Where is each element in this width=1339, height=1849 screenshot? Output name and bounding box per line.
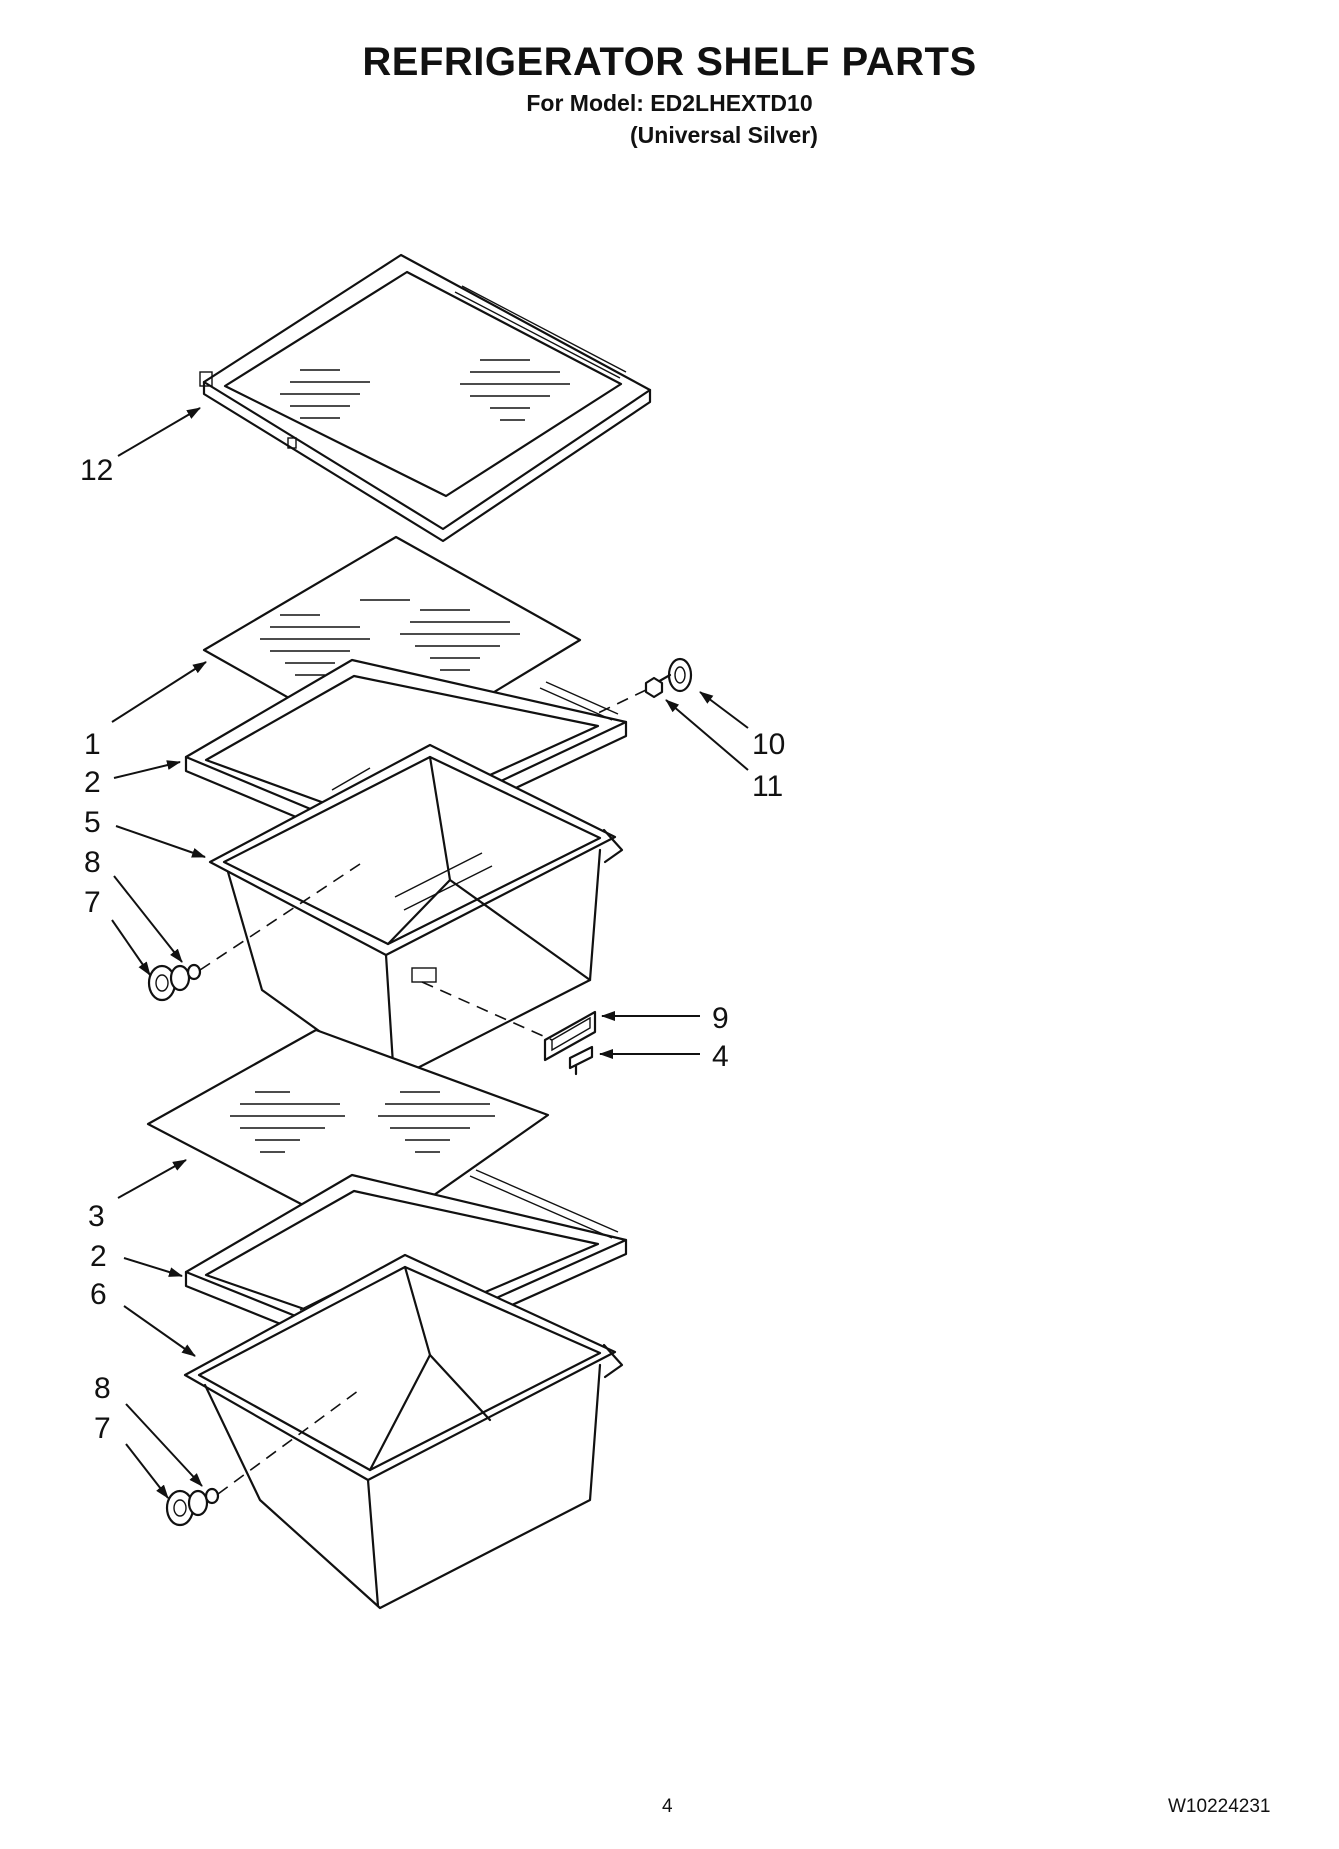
finish-line: (Universal Silver) [630, 122, 818, 148]
callout-5: 5 [84, 806, 101, 839]
part-12-shelf-assembly [199, 253, 652, 543]
callout-6: 6 [90, 1278, 107, 1311]
document-number: W10224231 [1168, 1796, 1271, 1817]
callout-7-lower: 7 [94, 1412, 111, 1445]
callout-1: 1 [84, 728, 101, 761]
part-6-lower-drawer [183, 1253, 624, 1610]
page-number: 4 [662, 1796, 673, 1817]
page-title: REFRIGERATOR SHELF PARTS [362, 40, 977, 84]
callout-12: 12 [80, 454, 113, 487]
glass-reflection-marks [280, 359, 570, 421]
callout-11: 11 [752, 770, 783, 803]
part-5-upper-drawer [208, 743, 624, 1084]
callout-2-upper: 2 [84, 766, 101, 799]
part-3-glass-panel [146, 1028, 550, 1242]
part-8-bushing-upper [186, 963, 202, 981]
part-8-bushing-lower [204, 1487, 220, 1505]
callout-9: 9 [712, 1002, 729, 1035]
callout-7-upper: 7 [84, 886, 101, 919]
callout-2-lower: 2 [90, 1240, 107, 1273]
part-9-label-holder [543, 1010, 597, 1062]
model-line: For Model: ED2LHEXTD10 [526, 90, 813, 116]
callout-8-upper: 8 [84, 846, 101, 879]
callout-10: 10 [752, 728, 785, 761]
part-7-roller-lower [165, 1489, 209, 1527]
leader-arrows [111, 407, 749, 1499]
assembly-lines [199, 689, 647, 1495]
part-10-roller [654, 657, 693, 693]
callout-3: 3 [88, 1200, 105, 1233]
part-7-roller-upper [147, 964, 191, 1002]
callout-4: 4 [712, 1040, 729, 1073]
part-4-clip [568, 1045, 594, 1076]
callout-8-lower: 8 [94, 1372, 111, 1405]
glass-reflection-marks [230, 1091, 495, 1153]
part-11-screw [644, 676, 664, 699]
